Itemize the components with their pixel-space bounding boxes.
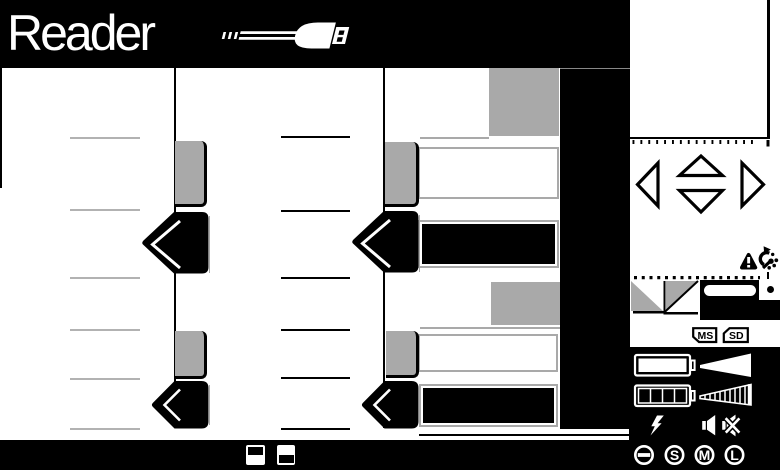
svg-text:SD: SD (729, 330, 744, 342)
svg-text:L: L (730, 447, 739, 463)
svg-text:S: S (670, 447, 679, 463)
svg-text:MS: MS (698, 330, 714, 342)
svg-text:M: M (699, 447, 711, 463)
